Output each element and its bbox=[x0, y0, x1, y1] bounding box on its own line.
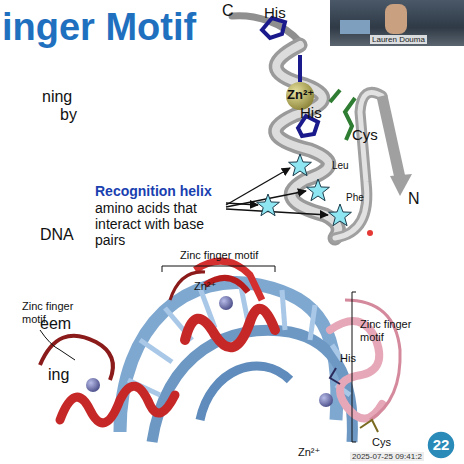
ion-label: Zn²⁺ bbox=[194, 280, 216, 293]
ion-label: Zn²⁺ bbox=[287, 88, 314, 103]
slide-title: inger Motif bbox=[2, 6, 196, 50]
protein-ribbon bbox=[232, 16, 412, 238]
residue-label: His bbox=[264, 4, 286, 21]
dna-helix bbox=[120, 282, 352, 442]
room-screen bbox=[340, 20, 370, 34]
residue-label: Leu bbox=[332, 160, 349, 172]
speaker-figure bbox=[385, 4, 407, 34]
page-number-text: 22 bbox=[426, 430, 456, 460]
bracket-label: Zinc finger motif bbox=[360, 318, 418, 343]
callout-heading: Recognition helix bbox=[95, 183, 212, 199]
residue-label: Cys bbox=[352, 126, 378, 143]
timestamp: 2025-07-25 09:41:2 bbox=[350, 452, 424, 461]
residue-label: His bbox=[340, 352, 356, 365]
speaker-name: Lauren Douma bbox=[370, 35, 427, 44]
bullet-fragment: by bbox=[60, 106, 77, 124]
bracket-label: Zinc finger motif bbox=[22, 300, 80, 325]
bullet-fragment: ing bbox=[48, 366, 69, 384]
page-number: 22 bbox=[426, 430, 456, 460]
residue-label: Cys bbox=[372, 436, 391, 449]
red-zinc-fingers bbox=[40, 261, 275, 423]
speaker-video: Lauren Douma bbox=[330, 0, 464, 46]
residue-label: Phe bbox=[346, 192, 364, 204]
pointer-dot bbox=[367, 230, 373, 236]
terminus-label: C bbox=[222, 2, 234, 20]
callout-text: amino acids that interact with base pair… bbox=[95, 200, 223, 248]
bullet-fragment: DNA bbox=[40, 226, 74, 244]
zinc-ions bbox=[86, 296, 333, 407]
brackets bbox=[40, 266, 356, 442]
badge-fill bbox=[427, 431, 455, 459]
bullet-fragment: ning bbox=[42, 88, 72, 106]
terminus-label: N bbox=[408, 190, 420, 208]
ion-label: Zn²⁺ bbox=[298, 446, 320, 459]
contact-stars bbox=[257, 154, 352, 226]
residue-label: His bbox=[300, 104, 322, 121]
bracket-label: Zinc finger motif bbox=[180, 249, 258, 262]
